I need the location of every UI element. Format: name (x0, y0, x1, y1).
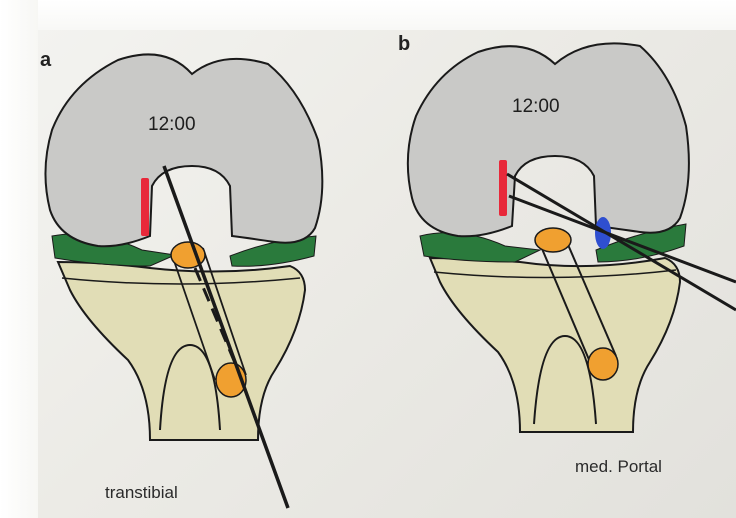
panel-b-meniscus-medial (420, 233, 540, 262)
panel-a-graft-marker (141, 178, 149, 236)
panel-a: a 12:00 transtibial (40, 49, 322, 508)
panel-b-femur (408, 43, 689, 236)
panel-a-caption: transtibial (105, 483, 178, 502)
panel-b-femoral-tunnel (535, 228, 571, 252)
panel-b-tibial-tunnel (588, 348, 618, 380)
panel-a-letter: a (40, 49, 52, 71)
panel-b-tibia (430, 258, 680, 432)
panel-b-letter: b (398, 33, 410, 55)
panel-a-clock-label: 12:00 (148, 114, 196, 135)
panel-b-graft-marker (499, 160, 507, 216)
panel-b-caption: med. Portal (575, 457, 662, 476)
panel-a-tibia (58, 262, 305, 440)
panel-b: b 12:00 med. Portal (398, 33, 736, 476)
panel-b-clock-label: 12:00 (512, 96, 560, 117)
